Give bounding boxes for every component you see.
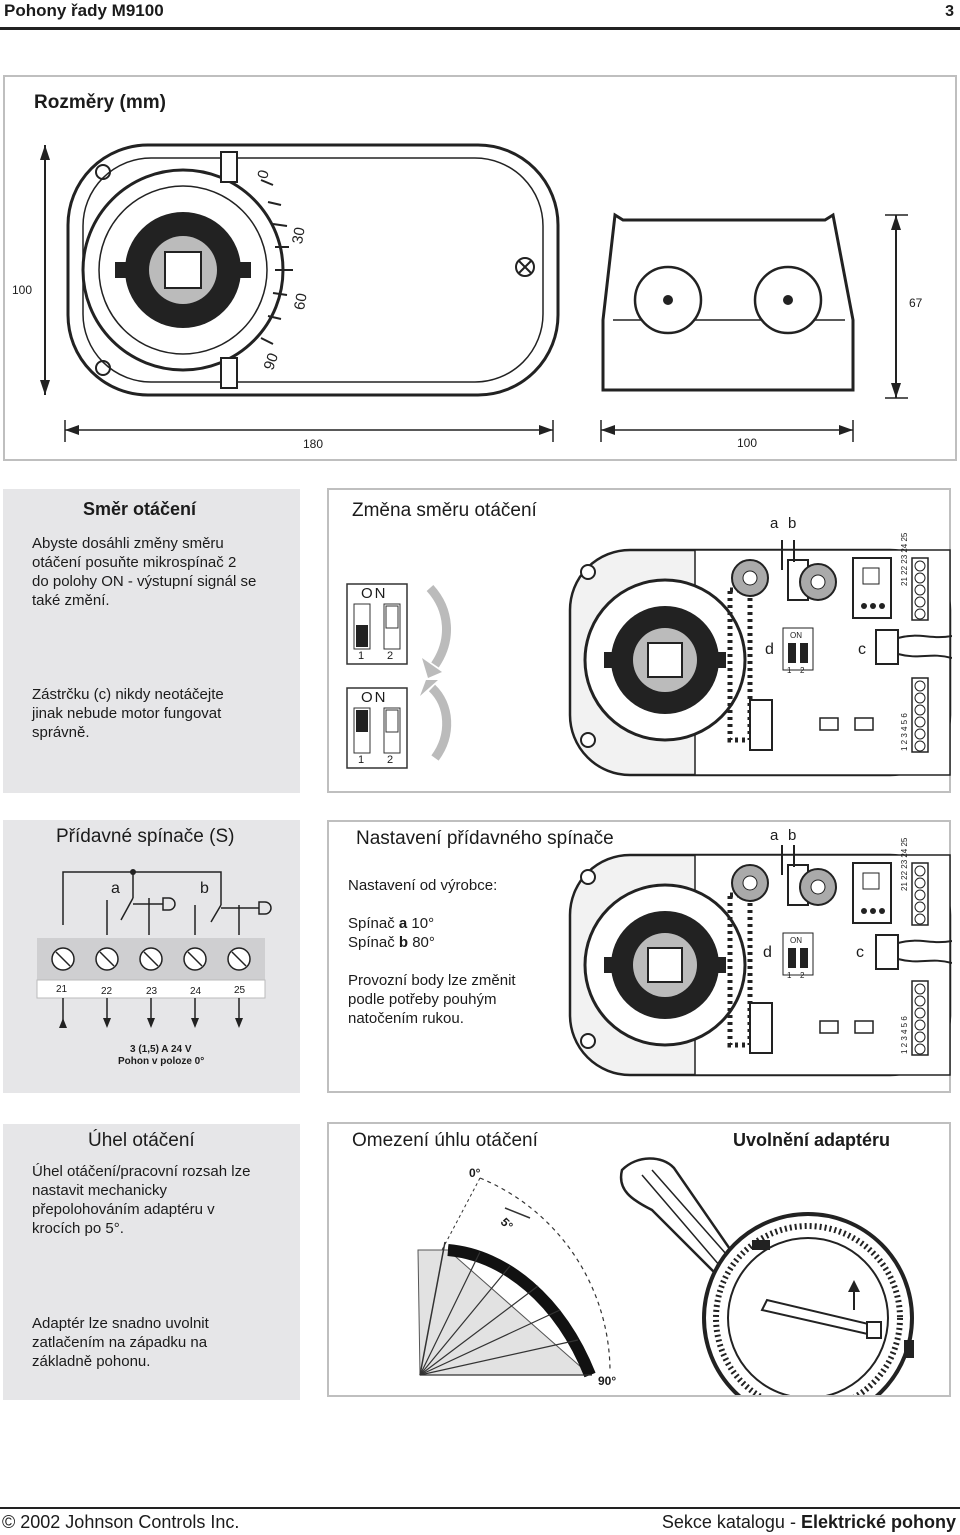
angle-limit-drawing xyxy=(417,1177,611,1378)
board2-label-d: d xyxy=(763,944,772,961)
board1-dip-on: ON xyxy=(790,631,802,640)
board2-label-c: c xyxy=(856,944,864,961)
angle-limit-title: Omezení úhlu otáčení xyxy=(352,1130,538,1151)
angle-panel xyxy=(3,1124,300,1400)
aux-setting-text: Provozní body lze změnit podle potřeby p… xyxy=(348,972,516,1027)
switch-b-letter: b xyxy=(398,934,409,951)
document-title: Pohony řady M9100 xyxy=(4,1,164,20)
dip2-label-2: 2 xyxy=(387,754,394,766)
board1-label-d: d xyxy=(765,641,774,658)
aux-terminal-25: 25 xyxy=(234,985,246,996)
release-title: Uvolnění adaptéru xyxy=(733,1130,891,1150)
direction-text-2: Zástrčku (c) nikdy neotáčejte jinak nebu… xyxy=(32,686,224,741)
page-number: 3 xyxy=(945,3,954,20)
switch-a-setting: Spínač a 10° xyxy=(348,914,434,933)
dim-height-main: 100 xyxy=(12,283,33,297)
board2-terminals-top: 21 22 23 24 25 xyxy=(900,837,909,891)
footer-copyright: © 2002 Johnson Controls Inc. xyxy=(2,1512,240,1532)
aux-caption-2: Pohon v poloze 0° xyxy=(118,1056,205,1067)
direction-text-panel xyxy=(3,489,300,793)
switch-a-value: 10° xyxy=(407,915,435,932)
header-rule xyxy=(0,27,960,30)
dim-height-side: 67 xyxy=(909,296,923,310)
direction-title: Směr otáčení xyxy=(83,499,197,519)
board1-dip-2: 2 xyxy=(800,666,805,675)
board1-label-b: b xyxy=(788,515,797,532)
board2-terminals-bottom: 1 2 3 4 5 6 xyxy=(900,1016,909,1054)
scale-mark-60: 60 xyxy=(291,292,311,311)
angle-mark-0: 0° xyxy=(469,1166,481,1180)
board1-terminals-top: 21 22 23 24 25 xyxy=(900,532,909,586)
footer-section: Sekce katalogu - Elektrické pohony xyxy=(662,1512,956,1533)
scale-mark-90: 90 xyxy=(260,351,282,372)
scale-mark-30: 30 xyxy=(289,226,309,245)
change-direction-title: Změna směru otáčení xyxy=(352,500,537,521)
dimensions-title: Rozměry (mm) xyxy=(34,92,166,113)
aux-label-b: b xyxy=(200,880,209,897)
dimensions-drawing: 0 30 60 90 xyxy=(40,143,908,442)
aux-caption-1: 3 (1,5) A 24 V xyxy=(130,1044,192,1055)
aux-setting-title: Nastavení přídavného spínače xyxy=(356,828,614,849)
dip2-on-label: ON xyxy=(361,689,388,706)
board-diagram-2 xyxy=(568,845,952,1077)
angle-text-2: Adaptér lze snadno uvolnit zatlačením na… xyxy=(32,1315,209,1370)
board2-label-b: b xyxy=(788,827,797,844)
board1-terminals-bottom: 1 2 3 4 5 6 xyxy=(900,713,909,751)
aux-terminal-22: 22 xyxy=(101,986,113,997)
dim-width-main: 180 xyxy=(303,437,324,451)
dim-width-side: 100 xyxy=(737,436,758,450)
aux-label-a: a xyxy=(111,880,120,897)
aux-title: Přídavné spínače (S) xyxy=(56,826,235,847)
board1-dip-1: 1 xyxy=(787,666,792,675)
board1-label-a: a xyxy=(770,515,779,532)
angle-title: Úhel otáčení xyxy=(88,1130,195,1151)
footer-rule xyxy=(0,1507,960,1509)
dip1-label-2: 2 xyxy=(387,650,394,662)
dip2-label-1: 1 xyxy=(358,754,365,766)
dip1-on-label: ON xyxy=(361,585,388,602)
adapter-release-drawing xyxy=(619,1157,914,1395)
dip-switch-diagrams xyxy=(346,583,452,769)
board2-label-a: a xyxy=(770,827,779,844)
board1-label-c: c xyxy=(858,641,866,658)
switch-b-setting: Spínač b 80° xyxy=(348,933,435,952)
angle-text-1: Úhel otáčení/pracovní rozsah lze nastavi… xyxy=(32,1163,251,1237)
footer-section-bold: Elektrické pohony xyxy=(800,1512,956,1532)
angle-mark-90: 90° xyxy=(598,1374,617,1388)
dip1-label-1: 1 xyxy=(358,650,365,662)
aux-terminal-24: 24 xyxy=(190,986,202,997)
aux-wiring-diagram xyxy=(36,869,272,1028)
board-diagram-1 xyxy=(568,540,952,777)
switch-a-letter: a xyxy=(398,915,408,932)
aux-terminal-21: 21 xyxy=(56,984,68,995)
direction-text-1: Abyste dosáhli změny směru otáčení posuň… xyxy=(32,535,257,609)
switch-b-value: 80° xyxy=(408,934,435,951)
aux-setting-line1: Nastavení od výrobce: xyxy=(348,877,498,894)
footer-section-prefix: Sekce katalogu - xyxy=(661,1512,801,1532)
board2-dip-on: ON xyxy=(790,936,802,945)
switch-a-prefix: Spínač xyxy=(348,915,399,932)
switch-b-prefix: Spínač xyxy=(348,934,399,951)
board2-dip-1: 1 xyxy=(787,971,792,980)
aux-terminal-23: 23 xyxy=(146,986,158,997)
board2-dip-2: 2 xyxy=(800,971,805,980)
